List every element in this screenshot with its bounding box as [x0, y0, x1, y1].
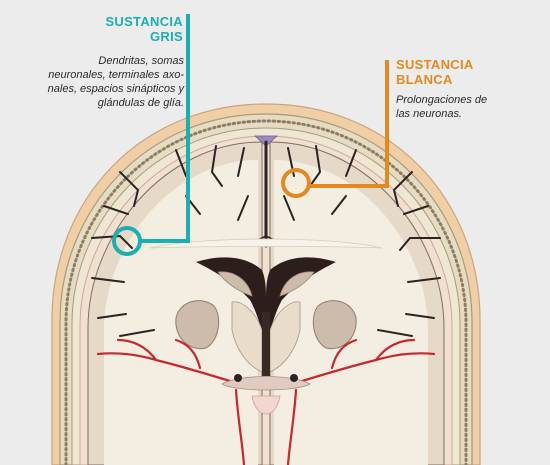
insula-sulci [119, 329, 413, 337]
white-matter-title: SUSTANCIA BLANCA [396, 57, 474, 87]
white-matter-leader-line [309, 60, 389, 188]
lentiform-left [175, 300, 220, 350]
gray-matter-title: SUSTANCIA GRIS [105, 14, 183, 44]
pituitary [251, 395, 281, 415]
brain-white-matter [104, 160, 428, 465]
sulci-right [283, 145, 441, 319]
basal-nuclei [175, 300, 357, 350]
lentiform-right [312, 300, 357, 350]
sulci-left [91, 145, 249, 319]
gray-matter-description: Dendritas, somas neuronales, terminales … [47, 55, 184, 109]
gray-matter-marker [112, 226, 142, 256]
brain [87, 140, 445, 465]
optic-chiasm [221, 376, 311, 391]
caudate-nucleus [217, 271, 315, 297]
third-ventricle [262, 312, 270, 376]
gray-matter-callout [112, 14, 190, 256]
white-matter-description: Prolongaciones de las neuronas. [396, 94, 488, 120]
corpus-callosum [149, 238, 383, 249]
artery-cross-section [234, 374, 242, 382]
skull-diploe [64, 119, 468, 465]
white-matter-callout [281, 60, 389, 198]
gray-matter-leader-line [140, 14, 190, 243]
artery-cross-section [290, 374, 298, 382]
white-matter-marker [281, 168, 311, 198]
cerebral-arteries [96, 338, 436, 465]
